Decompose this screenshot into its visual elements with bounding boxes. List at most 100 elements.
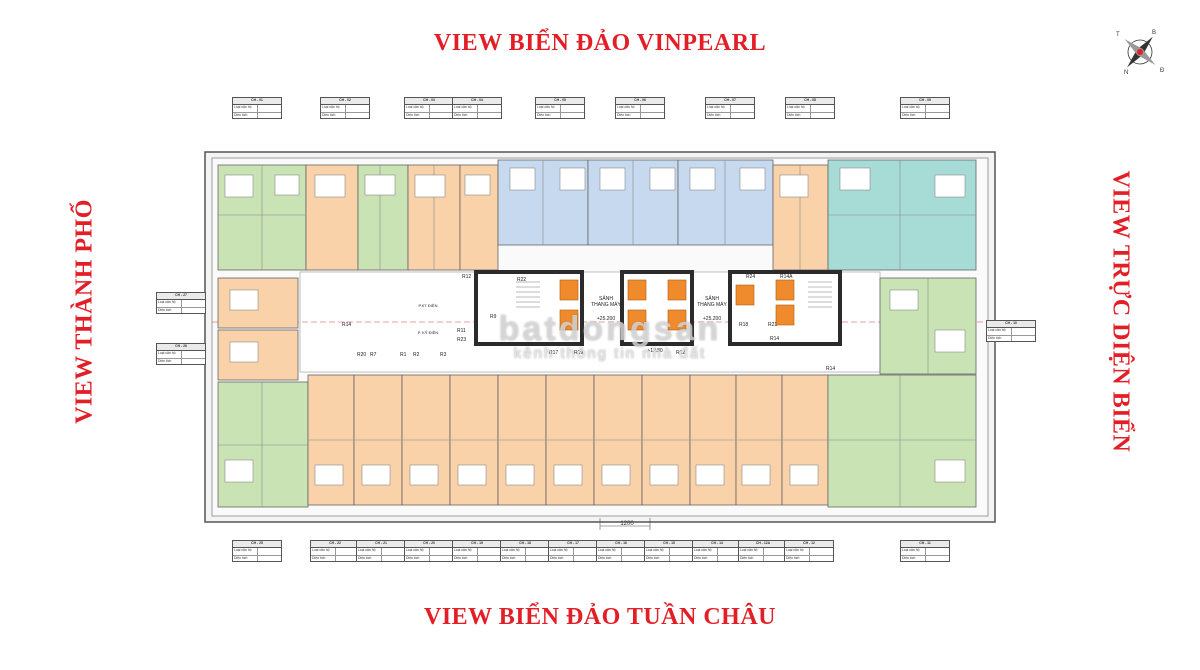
apartment-type-row: Loại căn hộ: [616, 105, 664, 113]
apartment-type-row: Loại căn hộ: [405, 548, 453, 556]
apartment-table-title: CH - 09: [901, 98, 949, 105]
corridor-room-tag: R2: [413, 352, 420, 358]
apartment-table-title: CH - 27: [157, 293, 205, 300]
apartment-table-title: CH - 03: [405, 98, 453, 105]
apartment-table-title: CH - 14: [693, 541, 741, 548]
apartment-table-title: CH - 19: [453, 541, 501, 548]
apartment-table-title: CH - 26: [157, 344, 205, 351]
apartment-area-row: Diện tích: [405, 556, 453, 561]
mid-level-label: +12.80: [647, 348, 663, 354]
apartment-area-row: Diện tích: [616, 113, 664, 118]
apartment-type-row: Loại căn hộ: [321, 105, 369, 113]
compass-icon: B N Đ T: [1116, 30, 1165, 76]
apartment-table-title: CH - 16: [597, 541, 645, 548]
apartment-area-row: Diện tích: [233, 113, 281, 118]
view-label-bottom: VIEW BIỂN ĐẢO TUẦN CHÂU: [424, 604, 776, 630]
apartment-area-row: Diện tích: [453, 556, 501, 561]
compass-south: N: [1124, 70, 1128, 76]
apartment-type-row: Loại căn hộ: [901, 105, 949, 113]
corridor-room-tag: R3: [440, 352, 447, 358]
apartment-table-title: CH - 01: [233, 98, 281, 105]
unit-ch-11: [827, 374, 977, 508]
apartment-area-row: Diện tích: [597, 556, 645, 561]
apartment-area-row: Diện tích: [693, 556, 741, 561]
apartment-type-row: Loại căn hộ: [785, 548, 833, 556]
apartment-type-row: Loại căn hộ: [987, 328, 1035, 336]
apartment-table-title: CH - 15: [645, 541, 693, 548]
apartment-type-row: Loại căn hộ: [501, 548, 549, 556]
apartment-type-row: Loại căn hộ: [693, 548, 741, 556]
compass-west: T: [1116, 32, 1120, 38]
corridor-room-tag: R14A: [780, 274, 793, 280]
apartment-area-row: Diện tích: [901, 556, 949, 561]
corridor-room-tag: R12: [462, 274, 472, 280]
apartment-type-row: Loại căn hộ: [311, 548, 359, 556]
apartment-type-row: Loại căn hộ: [706, 105, 754, 113]
apartment-table-title: CH - 12: [785, 541, 833, 548]
core: [474, 270, 842, 346]
corridor-room-tag: R21: [768, 322, 778, 328]
apartment-area-row: Diện tích: [157, 359, 205, 364]
apartment-area-row: Diện tích: [786, 113, 834, 118]
apartment-type-row: Loại căn hộ: [786, 105, 834, 113]
apartment-area-row: Diện tích: [549, 556, 597, 561]
apartment-type-row: Loại căn hộ: [645, 548, 693, 556]
apartment-area-row: Diện tích: [536, 113, 584, 118]
corridor-room-tag: R14: [770, 336, 780, 342]
corridor-room-tag: R17: [549, 350, 559, 356]
apartment-table-title: CH - 10: [987, 321, 1035, 328]
corridor-room-tag: R24: [746, 274, 756, 280]
compass-north: B: [1152, 30, 1156, 36]
left-units: [217, 277, 309, 508]
apartment-table-title: CH - 25: [233, 541, 281, 548]
apartment-table-title: CH - 07: [706, 98, 754, 105]
corridor-room-tag: R14: [826, 366, 836, 372]
interior-partitions: [218, 160, 976, 507]
apartment-area-row: Diện tích: [645, 556, 693, 561]
apartment-type-row: Loại căn hộ: [157, 300, 205, 308]
room-water-label: P.KT ĐIỆN: [418, 303, 438, 308]
apartment-table-title: CH - 22: [311, 541, 359, 548]
apartment-area-row: Diện tích: [785, 556, 833, 561]
apartment-area-row: Diện tích: [321, 113, 369, 118]
apartment-area-row: Diện tích: [453, 113, 501, 118]
corridor-room-tag: R23: [457, 337, 467, 343]
apartment-type-row: Loại căn hộ: [233, 105, 281, 113]
apartment-area-row: Diện tích: [233, 556, 281, 561]
apartment-table-title: CH - 21: [357, 541, 405, 548]
apartment-area-row: Diện tích: [405, 113, 453, 118]
apartment-area-row: Diện tích: [901, 113, 949, 118]
apartment-type-row: Loại căn hộ: [405, 105, 453, 113]
corridor-room-tag: R18: [739, 322, 749, 328]
view-label-top: VIEW BIỂN ĐẢO VINPEARL: [433, 30, 767, 56]
apartment-area-row: Diện tích: [157, 308, 205, 313]
apartment-table-title: CH - 08: [786, 98, 834, 105]
apartment-table-title: CH - 05: [536, 98, 584, 105]
apartment-area-row: Diện tích: [357, 556, 405, 561]
level-left-label: +25.200: [596, 316, 616, 322]
apartment-table-title: CH - 17: [549, 541, 597, 548]
corridor-room-tag: R14: [342, 322, 352, 328]
apartment-type-row: Loại căn hộ: [453, 105, 501, 113]
room-left-label: P. KỸ ĐIỆN: [417, 330, 439, 335]
apartment-type-row: Loại căn hộ: [357, 548, 405, 556]
apartment-table-title: CH - 04: [453, 98, 501, 105]
